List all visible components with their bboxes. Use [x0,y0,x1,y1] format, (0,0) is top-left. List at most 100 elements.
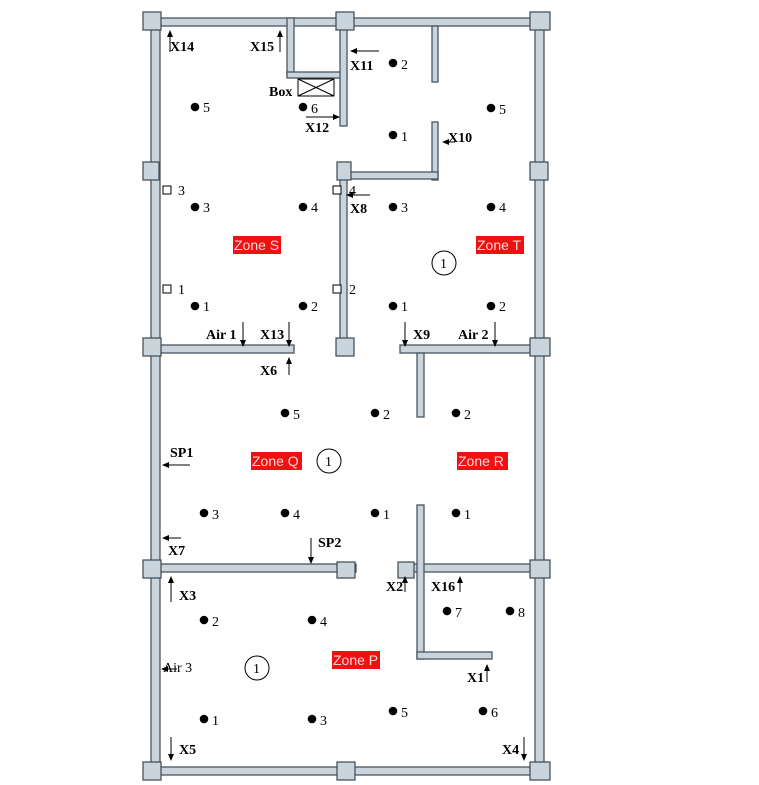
sensor-x1-label: X1 [467,671,484,686]
sensor-x9-label: X9 [413,328,430,343]
measurement-point [388,130,398,140]
point-label: 2 [212,615,219,630]
sensor-x8-label: X8 [350,202,367,217]
point-label: 5 [499,103,506,118]
outer-wall-top-right [339,17,545,27]
measurement-point [280,408,290,418]
sensor-x16-label: X16 [431,580,455,595]
sp1-label: SP1 [170,446,193,461]
sensor-x10-label: X10 [448,131,472,146]
point-label: 1 [383,508,390,523]
measurement-point [442,606,452,616]
joint [142,761,162,781]
point-label: 3 [401,201,408,216]
measurement-point [388,706,398,716]
measurement-point [370,508,380,518]
measurement-point [451,408,461,418]
measurement-point [280,508,290,518]
point-label: 2 [464,408,471,423]
point-label: 6 [491,706,498,721]
square-marker [332,284,342,294]
wall-s-t-divider [339,171,348,355]
box-label: Box [269,85,292,100]
square-marker [162,284,172,294]
point-label: 1 [401,300,408,315]
sensor-x7-label: X7 [168,544,185,559]
circled-marker-label: 1 [325,455,332,470]
joint [142,161,160,181]
wall-top-stub [431,25,439,83]
points-zone-s: 5 6 3 4 1 2 [190,101,318,315]
zone-label-p: Zone P [333,652,378,668]
measurement-point [505,606,515,616]
point-label: 4 [293,508,300,523]
point-label: 3 [320,714,327,729]
measurement-point [388,202,398,212]
outer-wall-top-left [150,17,350,27]
zone-labels: Zone S Zone T Zone Q Zone R Zone P [233,236,524,669]
box-recess-wall-bottom [286,71,348,79]
zone-label-s: Zone S [234,237,279,253]
points-zone-q: 5 2 3 4 1 [199,408,390,523]
points-zone-p: 2 4 7 8 1 3 5 6 [199,606,525,729]
point-label: 1 [203,300,210,315]
joint [529,761,551,781]
square-marker-label: 4 [349,184,356,199]
sensor-x3-label: X3 [179,589,196,604]
point-label: 4 [311,201,318,216]
point-label: 1 [401,130,408,145]
measurement-point [388,58,398,68]
sensor-x14-label: X14 [170,40,194,55]
point-label: 4 [499,201,506,216]
sp2-label: SP2 [318,536,341,551]
square-marker-label: 2 [349,283,356,298]
joint [336,561,356,579]
measurement-point [388,301,398,311]
outer-wall-right [534,17,545,776]
sensor-x13-label: X13 [260,328,284,343]
point-label: 1 [464,508,471,523]
circled-markers: 1 1 1 [244,250,457,681]
sensor-x12-label: X12 [305,121,329,136]
point-label: 5 [401,706,408,721]
joint [529,11,551,31]
sensor-arrows: X14 X15 X11 X12 X10 X8 X13 X6 X9 X7 X3 X… [162,30,527,761]
measurement-point [298,202,308,212]
sensor-x2-label: X2 [386,580,403,595]
wall-x10 [431,121,439,181]
point-label: 3 [212,508,219,523]
sensor-x5-label: X5 [179,743,196,758]
measurement-point [307,714,317,724]
point-label: 5 [293,408,300,423]
point-label: 2 [499,300,506,315]
square-marker [162,185,172,195]
point-label: 4 [320,615,327,630]
point-label: 7 [455,606,462,621]
wall-s-q [150,344,295,354]
measurement-point [478,706,488,716]
square-marker [332,185,342,195]
measurement-point [190,202,200,212]
air-inlets: Air 1 Air 2 Air 3 SP1 SP2 [161,322,498,676]
wall-q-p [150,563,357,573]
circled-marker-label: 1 [253,662,260,677]
measurement-point [298,102,308,112]
box-recess-wall-left [286,17,295,77]
measurement-point [486,103,496,113]
zone-label-q: Zone Q [252,453,299,469]
point-label: 6 [311,102,318,117]
joint [336,761,356,781]
sensor-x15-label: X15 [250,40,274,55]
measurement-point [307,615,317,625]
point-label: 2 [401,58,408,73]
point-label: 8 [518,606,525,621]
circled-marker-t [431,250,457,276]
walls [150,17,545,776]
joint [529,161,549,181]
measurement-point [190,301,200,311]
point-label: 2 [383,408,390,423]
joint [397,561,415,579]
measurement-point [190,102,200,112]
circled-marker-q [316,448,342,474]
measurement-point [451,508,461,518]
